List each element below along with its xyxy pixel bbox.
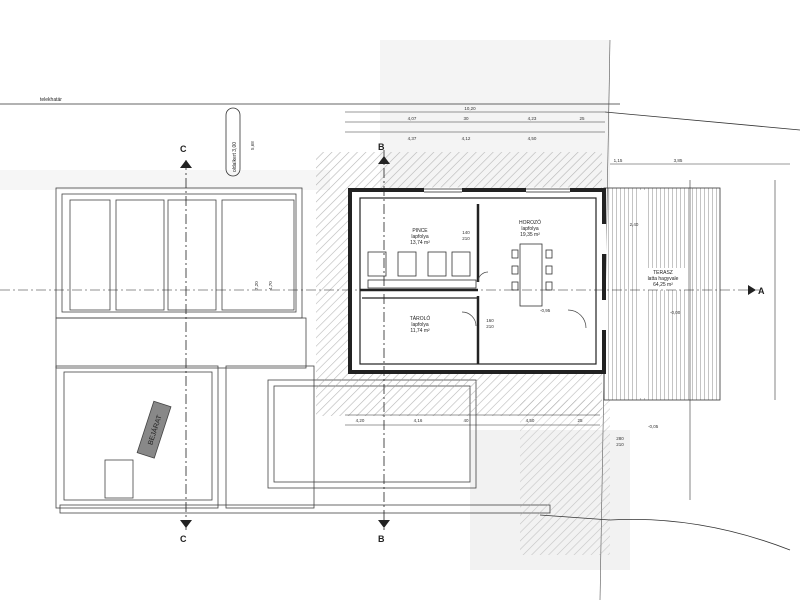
svg-text:40: 40 [463,418,469,423]
section-line-b: B B [378,142,390,544]
svg-text:B: B [378,142,385,152]
svg-text:lapfolya: lapfolya [521,226,538,232]
neighbour-building [55,187,551,514]
svg-text:TERASZ: TERASZ [653,270,673,276]
svg-text:lapfolya: lapfolya [411,234,428,240]
terrace-deck [603,187,721,401]
room-horozo: HOROZÓ lapfolya 19,35 m² [519,219,541,238]
svg-text:C: C [180,144,187,154]
windows [424,187,607,330]
svg-text:4,50: 4,50 [526,418,535,423]
setback-marker [225,107,241,177]
svg-text:-0,05: -0,05 [648,424,659,429]
door-marks: 140 210 160 210 280 210 [462,230,624,447]
svg-text:280: 280 [616,436,624,441]
svg-text:4,16: 4,16 [414,418,423,423]
svg-text:PINCE: PINCE [412,228,428,234]
svg-text:19,35 m²: 19,35 m² [520,232,540,238]
svg-text:-0,00: -0,00 [670,310,681,315]
svg-text:140: 140 [462,230,470,235]
svg-text:4,70: 4,70 [268,281,273,290]
svg-text:4,12: 4,12 [462,136,471,141]
svg-text:C: C [180,534,187,544]
svg-text:160: 160 [486,318,494,323]
road-label: telekhatár [40,97,62,103]
svg-text:7,20: 7,20 [254,281,259,290]
dining-table [511,243,553,307]
svg-text:-0,95: -0,95 [540,308,551,313]
svg-text:210: 210 [486,324,494,329]
svg-text:64,25 m²: 64,25 m² [653,282,673,288]
room-tarolo: TÁROLÓ lapfolya 11,74 m² [410,315,431,334]
svg-text:HOROZÓ: HOROZÓ [519,219,541,226]
svg-text:4,37: 4,37 [408,136,417,141]
svg-text:4,23: 4,23 [528,116,537,121]
svg-text:25: 25 [577,418,583,423]
door-swings [461,271,587,329]
dimension-texts-right: 3,85 1,15 2,40 [614,158,683,227]
svg-text:210: 210 [616,442,624,447]
level-marks: -0,00 -0,05 -0,95 [540,308,681,429]
entrance-stamp: BEJÁRAT [136,400,172,459]
svg-text:11,74 m²: 11,74 m² [410,328,430,334]
svg-text:B: B [378,534,385,544]
svg-text:4,50: 4,50 [528,136,537,141]
svg-text:13,74 m²: 13,74 m² [410,240,430,246]
dimension-texts-bottom: 4,20 4,16 40 4,50 25 [356,418,583,423]
section-line-c: C C [180,144,192,544]
svg-text:A: A [758,286,765,296]
svg-text:4,07: 4,07 [408,116,417,121]
svg-text:latta hagyvale: latta hagyvale [648,276,679,282]
setback-label: oldalkert 3,00 [232,142,238,172]
svg-text:lapfolya: lapfolya [411,322,428,328]
garden-path [609,518,791,551]
pince-fixtures [367,251,477,289]
section-line-a: A [0,285,765,296]
dimension-texts-top: 10,20 4,07 30 4,23 25 4,37 4,12 4,50 [408,106,585,141]
room-pince: PINCE lapfolya 13,74 m² [410,228,430,246]
svg-text:5,68: 5,68 [250,141,255,150]
svg-text:2,40: 2,40 [630,222,639,227]
svg-text:10,20: 10,20 [464,106,476,111]
svg-text:4,20: 4,20 [356,418,365,423]
svg-text:3,85: 3,85 [674,158,683,163]
svg-text:30: 30 [463,116,469,121]
svg-text:25: 25 [579,116,585,121]
svg-text:210: 210 [462,236,470,241]
scan-fade-band [0,170,330,190]
dimension-texts-side: 7,20 4,70 5,68 [250,141,273,290]
dimension-lines [345,111,790,500]
room-terasz: TERASZ latta hagyvale 64,25 m² [640,268,686,290]
svg-text:1,15: 1,15 [614,158,623,163]
svg-text:TÁROLÓ: TÁROLÓ [410,315,431,322]
